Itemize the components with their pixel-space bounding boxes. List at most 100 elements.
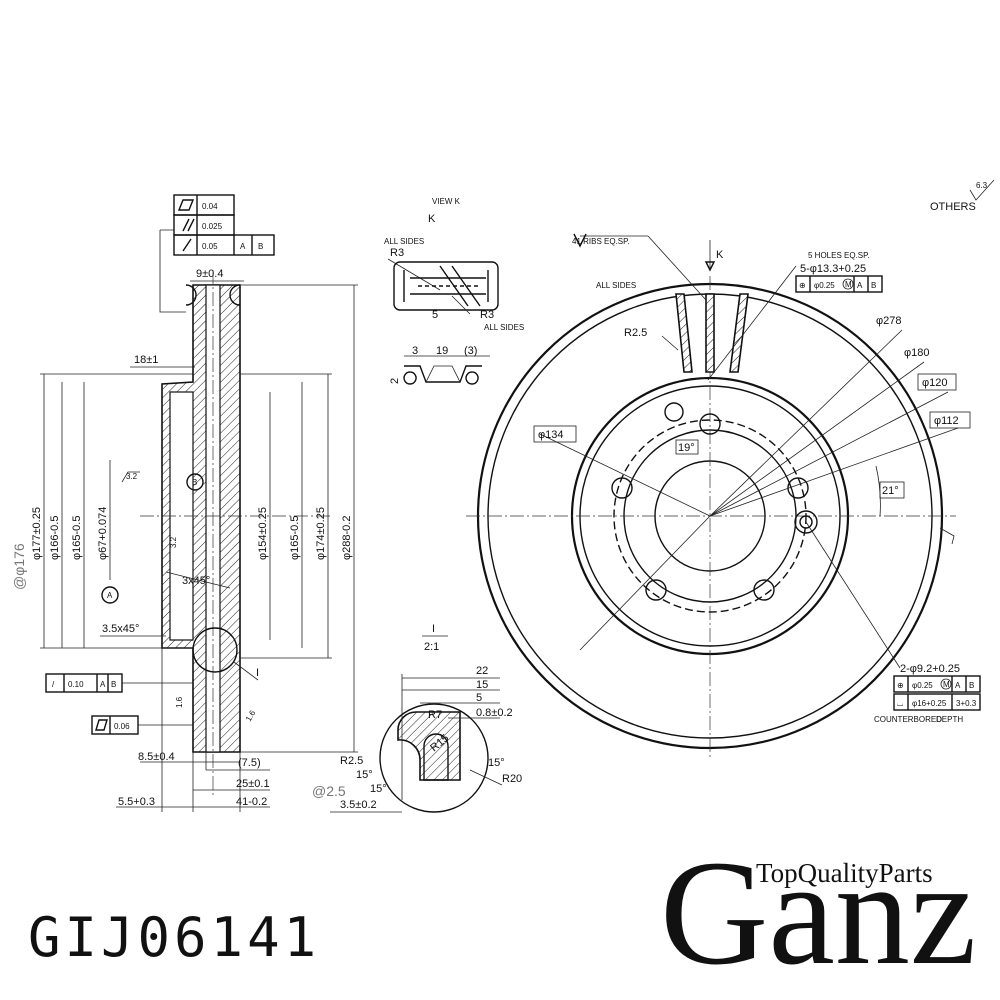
detail-r20: R20 [502,773,522,785]
dim-41: 41-0.2 [236,796,267,808]
roughness-2: 3.2 [169,536,178,548]
bolt-hole [645,579,667,601]
holes-dia: 5-φ13.3+0.25 [800,263,866,275]
small-hole [664,402,684,422]
others-label: OTHERS [930,201,976,213]
detail-dim-5: 5 [476,692,482,704]
small-hole-position-frame: ⊕ φ0.25 M A B [893,675,981,693]
rib-profile [393,261,499,311]
cooling-ribs [675,293,749,373]
svg-text:B: B [871,281,876,290]
flatness-value: 0.04 [202,202,218,211]
r3-label-a: R3 [390,247,404,259]
svg-text:(3): (3) [464,345,477,357]
runout-frame: / 0.10 A B [45,673,193,693]
hole-position-frame: ⊕ φ0.25 M A B [795,275,883,293]
dia-112-label: φ112 [934,415,959,427]
svg-text:2: 2 [389,378,401,384]
svg-text:A: A [100,680,106,689]
runout-icon [182,238,192,252]
svg-text:φ0.25: φ0.25 [814,281,835,290]
bolt-hole [611,477,633,499]
detail-r2.5: R2.5 [340,755,363,767]
svg-text:3: 3 [412,345,418,357]
svg-text:⌴: ⌴ [897,699,903,708]
bolt-hole [753,579,775,601]
roughness-1: 3.2 [126,472,138,481]
dim-25: 25±0.1 [236,778,270,790]
dia-120-label: φ120 [922,377,948,389]
svg-text:⊕: ⊕ [897,681,904,690]
svg-text:B: B [969,681,974,690]
svg-text:/: / [52,680,55,689]
ribs-all-sides: ALL SIDES [596,281,636,290]
dim-8.5: 8.5±0.4 [138,751,175,763]
ribs-note: 41 RIBS EQ.SP. [572,237,630,246]
svg-text:B: B [111,680,116,689]
counterbore-frame: ⌴ φ16+0.25 3+0.3 [893,693,981,711]
runout-value: 0.05 [202,242,218,251]
dia-112-box [929,411,971,429]
angle-19-box [675,439,699,455]
angle-21-label: 21° [882,485,899,497]
dia-134-label: φ134 [538,429,564,441]
view-arrow-k: K [716,249,724,261]
hub-step-dim: 18±1 [134,354,158,366]
datum-b-letter: B [192,478,197,487]
brand-tagline: TopQualityParts [756,858,933,888]
bolt-hole [699,413,721,435]
front-view: 41 RIBS EQ.SP. ALL SIDES K 5 HOLES EQ.SP… [466,179,995,760]
dim-5.5: 5.5+0.3 [118,796,155,808]
view-k-letter: K [428,213,436,225]
chamfer-3.5x45: 3.5x45° [102,623,139,635]
detail-r7: R7 [428,709,442,721]
part-number: GIJ06141 [28,906,321,969]
svg-text:3+0.3: 3+0.3 [956,699,977,708]
dia-165b-label: φ165-0.5 [289,516,301,560]
detail-dim-22: 22 [476,665,488,677]
depth-label: DEPTH [936,715,963,724]
detail-scale: 2:1 [424,641,439,653]
dia-288-label: φ288-0.2 [341,516,353,560]
dia-278-label: φ278 [876,315,902,327]
datum-a-bubble [101,586,119,604]
dia-174-label: φ174±0.25 [315,507,327,560]
detail-angle-15c: 15° [370,783,387,795]
svg-text:0.06: 0.06 [114,722,130,731]
counterbored-hole [794,510,818,534]
angle-19-label: 19° [678,442,695,454]
dia-154-label: φ154±0.25 [257,507,269,560]
dia-67-label: φ67+0.074 [97,507,109,560]
dia-165-label: φ165-0.5 [71,516,83,560]
svg-text:φ0.25: φ0.25 [912,681,933,690]
brand-logo: Ganz [660,830,977,996]
gauge-dia-label: @φ176 [11,543,27,590]
all-sides-1: ALL SIDES [384,237,424,246]
roughness-3: 1.6 [175,696,184,708]
svg-text:M: M [943,680,950,689]
detail-angle-15a: 15° [488,757,505,769]
detail-ref-label: I [256,667,259,679]
detail-dim-3.5: 3.5±0.2 [340,799,377,811]
svg-text:φ16+0.25: φ16+0.25 [912,699,947,708]
detail-circle [379,703,489,813]
detail-title: I [432,623,435,635]
r3-label-b: R3 [480,309,494,321]
dia-120-box [917,373,957,391]
dia-166-label: φ166-0.5 [49,516,61,560]
datum-a-ref: A [240,242,246,251]
datum-a-letter: A [107,591,113,600]
counterbored-label: COUNTERBORED [874,715,942,724]
detail-i: I 2:1 22 15 5 0.8±0.2 R7 R15 15° R20 R2.… [312,623,522,813]
view-k: VIEW K K ALL SIDES R3 5 R3 ALL SIDES 3 1… [384,197,524,385]
svg-text:19: 19 [436,345,448,357]
view-k-title: VIEW K [432,197,461,206]
flatness-icon [177,199,195,211]
small-holes-dia: 2-φ9.2+0.25 [900,663,960,675]
detail-gauge: @2.5 [312,783,346,799]
all-sides-2: ALL SIDES [484,323,524,332]
all-sides-symbol [573,233,587,248]
detail-angle-15b: 15° [356,769,373,781]
dim-5: 5 [432,309,438,321]
